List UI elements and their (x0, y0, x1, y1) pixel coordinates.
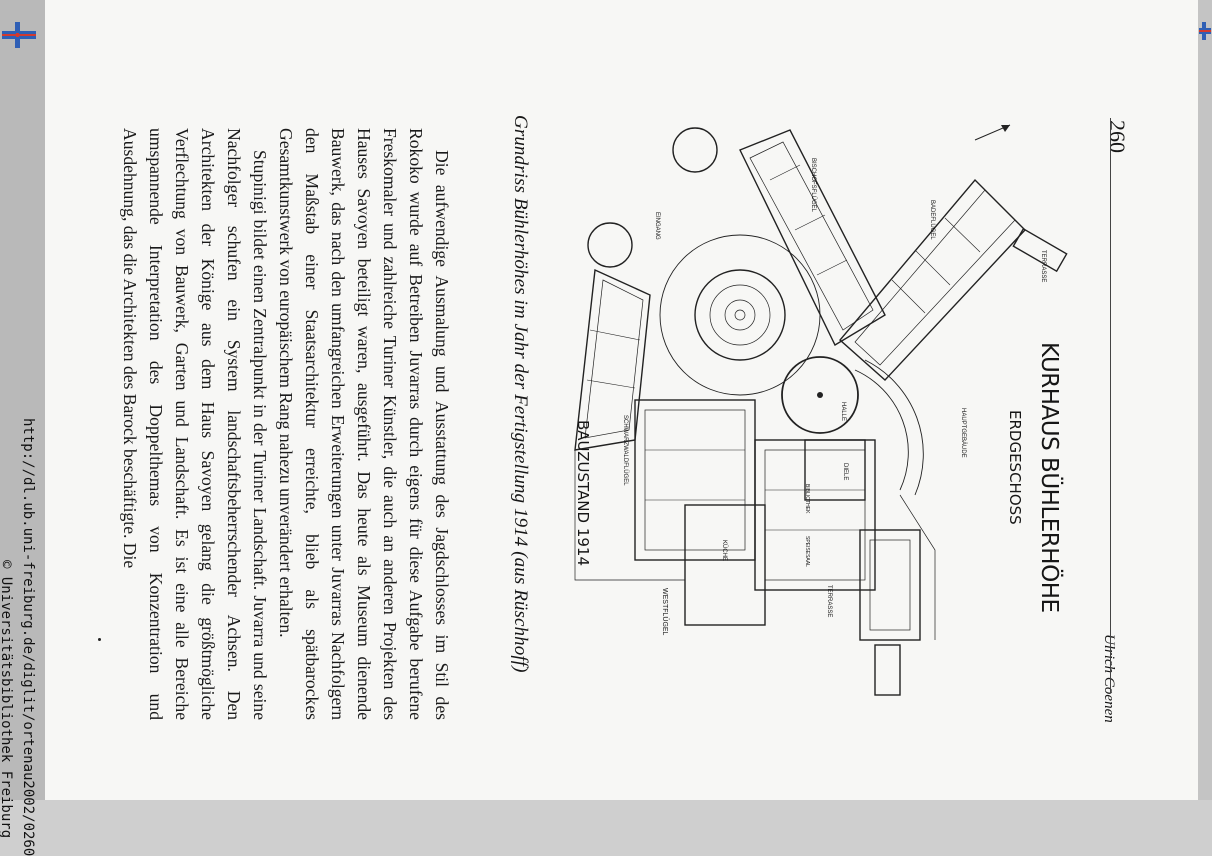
paragraph-1: Die aufwendige Ausmalung und Ausstattung… (276, 128, 452, 720)
label-eingang: EINGANG (654, 212, 660, 240)
plan-subtitle: ERDGESCHOSS (1006, 410, 1024, 525)
plan-title: KURHAUS BÜHLERHÖHE (1036, 342, 1062, 613)
stray-mark (98, 638, 101, 641)
header-rule (1110, 118, 1111, 693)
label-terrasse: TERRASSE (1040, 250, 1046, 283)
label-kueche: KÜCHE (721, 540, 727, 562)
running-head-author: Ulrich Coenen (1101, 634, 1117, 723)
scan-mark-left-icon (2, 22, 36, 50)
plan-state: BAUZUSTAND 1914 (574, 420, 592, 567)
paragraph-2: Stupinigi bildet einen Zentralpunkt in d… (120, 128, 270, 720)
page-number: 260 (1105, 120, 1130, 153)
copyright-notice: © Universitätsbibliothek Freiburg (0, 560, 14, 839)
book-page (45, 0, 1198, 800)
label-terrasse-west: TERRASSE (826, 585, 832, 618)
body-text: Die aufwendige Ausmalung und Ausstattung… (117, 128, 455, 720)
floor-plan (574, 124, 1068, 696)
label-schwarzwaldfluegel: SCHWARZWALDFLÜGEL (622, 415, 628, 486)
figure-caption: Grundriss Bühlerhöhes im Jahr der Fertig… (510, 115, 531, 673)
source-url[interactable]: http://dl.ub.uni-freiburg.de/diglit/orte… (20, 418, 36, 856)
label-halle: HALLE (840, 402, 846, 422)
label-badefluegel: BADEFLÜGEL (929, 200, 935, 240)
label-hauptgebaeude: HAUPTGEBÄUDE (960, 408, 966, 458)
left-scan-margin (0, 0, 45, 800)
label-westfluegel: WESTFLÜGEL (661, 588, 668, 636)
label-speisesaal: SPEISESAAL (804, 536, 810, 567)
label-bibliothek: BIBLIOTHEK (804, 484, 810, 514)
north-arrow-icon (974, 124, 1011, 141)
label-diele: DIELE (842, 463, 848, 481)
label-bischofsfluegel: BISCHOFSFLÜGEL (810, 158, 816, 213)
scan-mark-right-icon (1199, 22, 1211, 40)
right-scan-margin (1198, 0, 1212, 800)
